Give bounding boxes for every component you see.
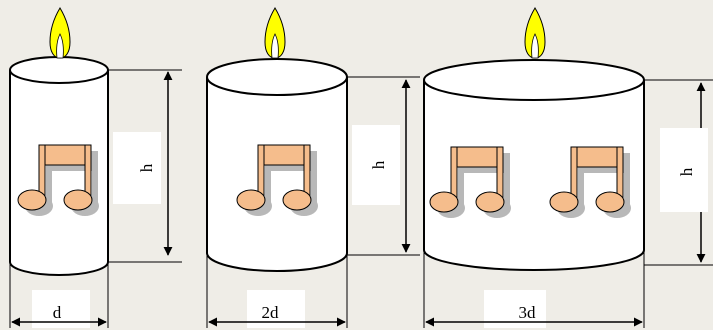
yellow-flame-icon [264,7,286,59]
yellow-flame-icon [49,7,71,59]
candle-3-top [423,59,645,101]
candle-1-body [9,70,109,276]
candle-2-height-label: h [369,160,388,169]
candle-2-top [206,58,348,96]
candle-2-body [206,77,348,272]
candle-1-height-label: h [137,163,156,172]
candle-3: h 3d [423,7,713,328]
candle-1: h d [9,7,182,328]
candle-3-height-label: h [677,167,696,176]
candle-1-width-label: d [53,303,62,322]
candle-1-top [9,56,109,84]
candle-3-body [423,80,645,271]
yellow-flame-icon [524,7,546,59]
candle-3-width-label: 3d [519,303,537,322]
candle-2-width-label: 2d [262,303,280,322]
candle-2: h 2d [206,7,420,328]
